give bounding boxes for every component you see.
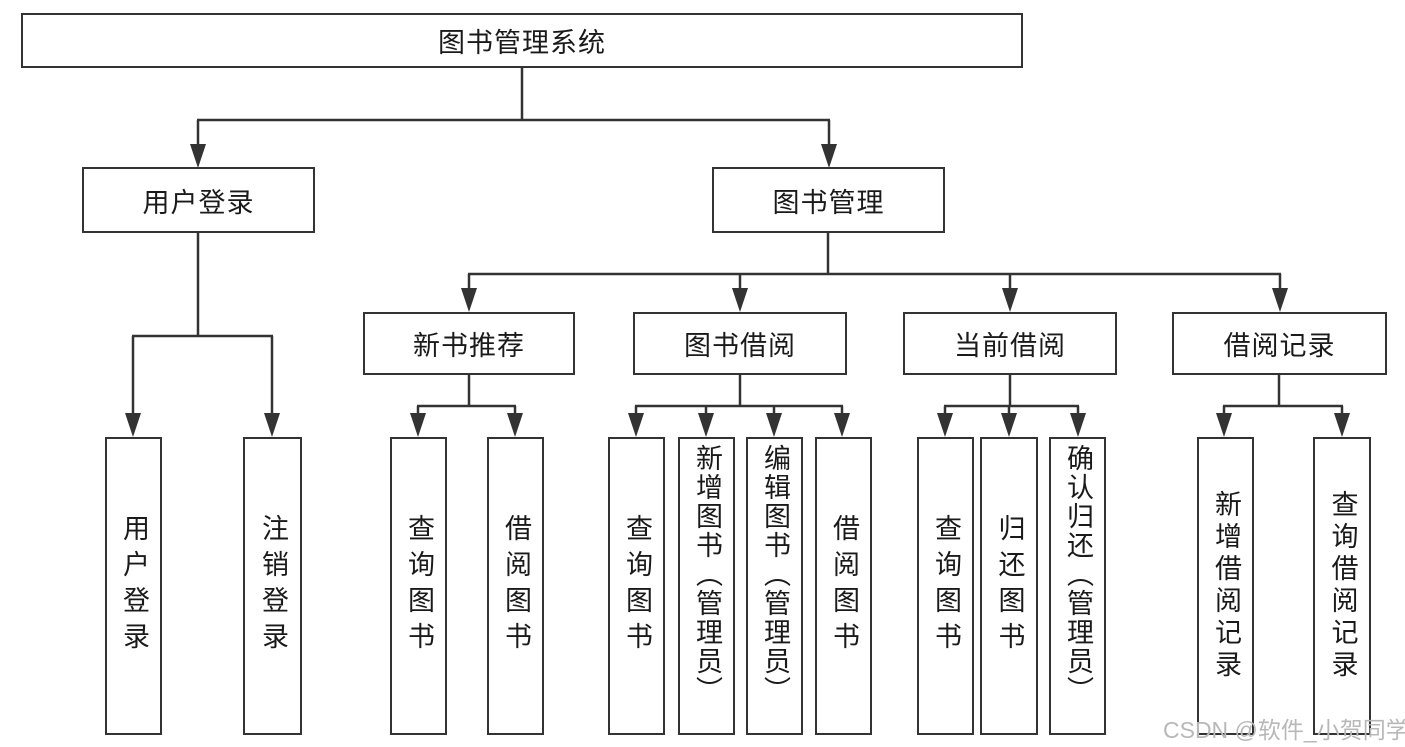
leaf-logout-label: 注销登录 [258,514,288,658]
node-new-book-recommend-label: 新书推荐 [413,331,525,361]
leaf-borrow-query-books-label: 查询图书 [622,514,652,658]
node-borrow-records-label: 借阅记录 [1223,331,1336,361]
node-root-label: 图书管理系统 [438,28,606,58]
leaf-confirm-return-admin: 确认归还（管理员） [1049,437,1106,735]
leaf-newrec-query-books: 查询图书 [390,437,447,735]
node-current-borrow-label: 当前借阅 [954,331,1066,361]
tree-connectors [131,67,1344,415]
csdn-watermark: CSDN @软件_小贺同学 [1163,717,1405,743]
leaf-add-borrow-record-label: 新增借阅记录 [1211,490,1241,682]
leaf-query-borrow-record: 查询借阅记录 [1313,437,1371,735]
leaf-edit-books-admin: 编辑图书（管理员） [746,437,803,735]
leaf-add-books-admin-label: 新增图书（管理员） [692,444,722,705]
leaf-borrow-books-label: 借阅图书 [829,514,859,658]
node-root: 图书管理系统 [21,13,1023,68]
node-borrow-records: 借阅记录 [1172,312,1387,375]
node-current-borrow: 当前借阅 [903,312,1117,375]
leaf-borrow-query-books: 查询图书 [608,437,665,735]
leaf-borrow-books: 借阅图书 [815,437,872,735]
leaf-current-query-books-label: 查询图书 [931,514,961,658]
leaf-user-login: 用户登录 [105,437,162,735]
leaf-newrec-query-books-label: 查询图书 [404,514,434,658]
node-book-borrow: 图书借阅 [633,312,847,375]
leaf-newrec-borrow-books: 借阅图书 [487,437,544,735]
node-new-book-recommend: 新书推荐 [363,312,575,375]
leaf-return-books-label: 归还图书 [994,514,1025,658]
leaf-edit-books-admin-label: 编辑图书（管理员） [760,444,790,705]
leaf-confirm-return-admin-label: 确认归还（管理员） [1063,444,1093,705]
leaf-user-login-label: 用户登录 [119,514,149,658]
leaf-query-borrow-record-label: 查询借阅记录 [1327,490,1358,682]
node-book-borrow-label: 图书借阅 [684,331,796,361]
leaf-add-borrow-record: 新增借阅记录 [1197,437,1254,735]
node-book-management: 图书管理 [712,167,945,233]
leaf-add-books-admin: 新增图书（管理员） [678,437,735,735]
node-user-login-label: 用户登录 [142,187,255,218]
node-user-login: 用户登录 [82,167,315,233]
leaf-newrec-borrow-books-label: 借阅图书 [501,514,531,658]
node-book-management-label: 图书管理 [772,187,885,218]
leaf-return-books: 归还图书 [980,437,1038,735]
leaf-current-query-books: 查询图书 [917,437,974,735]
arrowhead-icons [125,144,1350,437]
leaf-logout: 注销登录 [243,437,302,735]
